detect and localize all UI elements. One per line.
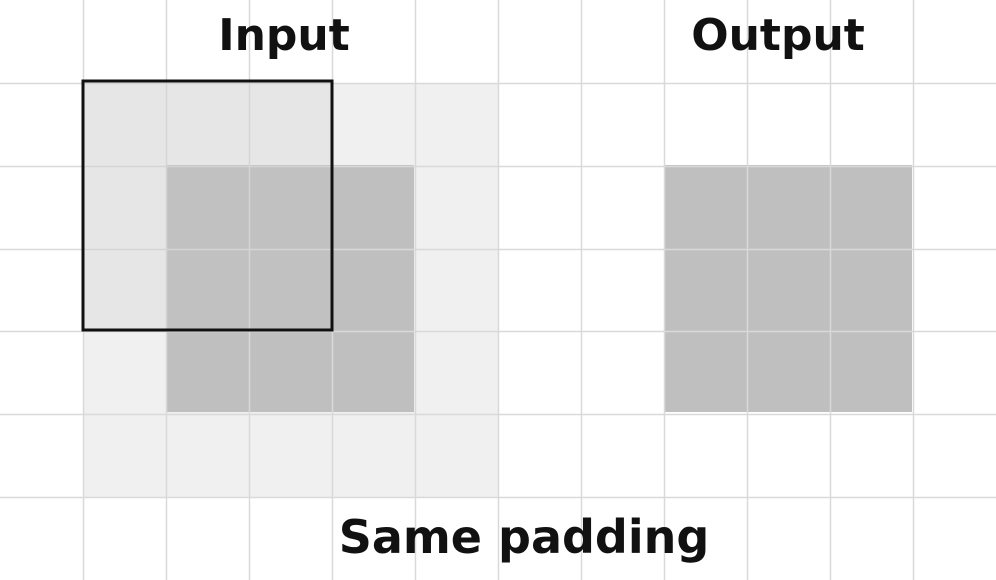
input-matrix: [166, 165, 414, 412]
input-label: Input: [218, 10, 350, 61]
caption-label: Same padding: [339, 510, 710, 564]
output-matrix: [664, 165, 912, 412]
output-label: Output: [691, 10, 865, 61]
kernel-window: [81, 79, 334, 332]
